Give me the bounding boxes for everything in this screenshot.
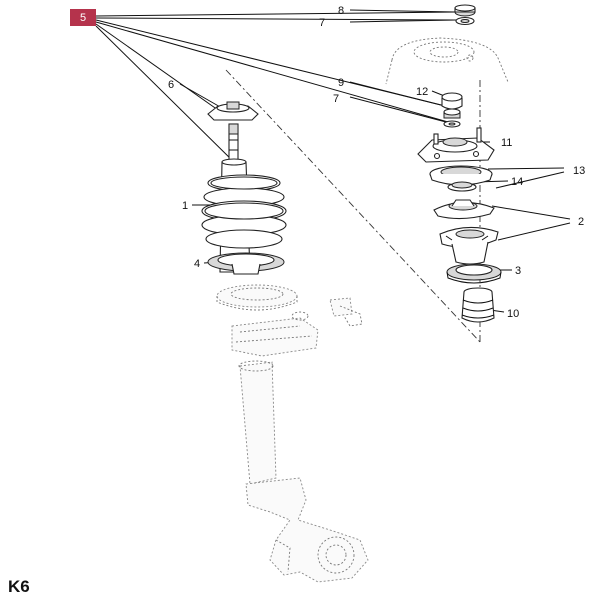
callout-5: 5 [80,12,86,24]
callout-12: 12 [416,86,428,98]
coil-spring [201,174,287,249]
ghost-knuckle-assembly [216,284,369,583]
rubber-bearing-seat [439,226,499,265]
callout-7-mid: 7 [333,93,339,105]
callout-2: 2 [578,216,584,228]
leader-lines [95,9,571,313]
piston-rod [228,123,239,163]
bump-stop-seat [446,263,502,284]
callout-13: 13 [573,165,585,177]
callout-5-highlight-box [70,9,96,26]
callout-3: 3 [515,265,521,277]
callout-7-top: 7 [319,17,325,29]
page-title: K6 [8,577,30,596]
bearing-ring [447,181,477,192]
callout-8: 8 [338,5,344,17]
mount-washer [443,120,461,128]
callout-6: 6 [168,79,174,91]
callout-1: 1 [182,200,188,212]
dust-cap [441,92,463,110]
bump-stop [461,287,495,323]
lower-spring-seat [207,252,285,275]
strut-tower-dome [385,37,509,85]
callout-14: 14 [511,176,523,188]
top-nut [454,4,476,17]
callout-4: 4 [194,258,200,270]
callout-10: 10 [507,308,519,320]
callout-9: 9 [338,77,344,89]
top-mount-plate [417,127,495,163]
top-washer [455,16,475,26]
upper-seat-plate [433,199,495,220]
callout-labels: 5 8 7 6 9 7 12 11 13 14 2 3 10 1 4 K6 [8,5,585,596]
callout-11: 11 [501,137,512,149]
mount-nut [443,108,461,119]
upper-spring-plate [207,101,259,121]
